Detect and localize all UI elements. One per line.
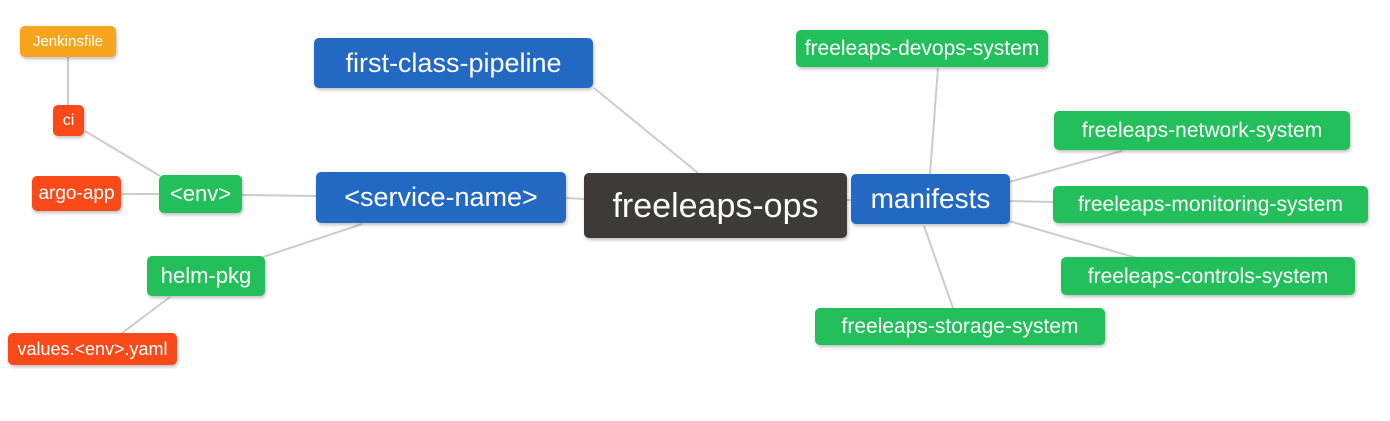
node-network-system[interactable]: freeleaps-network-system [1054,111,1350,150]
edge-service-name-helm-pkg [262,223,363,258]
edge-manifests-network [1008,150,1123,183]
node-first-class-pipeline[interactable]: first-class-pipeline [314,38,593,88]
edge-pipeline-root [593,87,699,174]
node-freeleaps-ops[interactable]: freeleaps-ops [584,173,847,238]
edge-service-name-root [565,197,586,200]
node-monitoring-system[interactable]: freeleaps-monitoring-system [1053,186,1368,223]
node-helm-pkg[interactable]: helm-pkg [147,256,265,296]
node-controls-system[interactable]: freeleaps-controls-system [1061,257,1355,295]
node-ci[interactable]: ci [53,105,84,136]
edge-manifests-devops [929,67,939,175]
node-values-env-yaml[interactable]: values.<env>.yaml [8,333,177,365]
edge-manifests-controls [1008,220,1138,259]
node-storage-system[interactable]: freeleaps-storage-system [815,308,1105,345]
node-argo-app[interactable]: argo-app [32,176,121,211]
edge-manifests-monitoring [1009,200,1054,203]
node-devops-system[interactable]: freeleaps-devops-system [796,30,1048,67]
edge-env-service-name [241,194,317,197]
edge-helm-pkg-values [121,296,171,334]
edge-ci-env [84,130,161,177]
node-service-name[interactable]: <service-name> [316,172,566,223]
node-jenkinsfile[interactable]: Jenkinsfile [20,26,116,57]
node-env[interactable]: <env> [159,175,242,213]
node-manifests[interactable]: manifests [851,174,1010,224]
edge-manifests-storage [923,225,954,309]
